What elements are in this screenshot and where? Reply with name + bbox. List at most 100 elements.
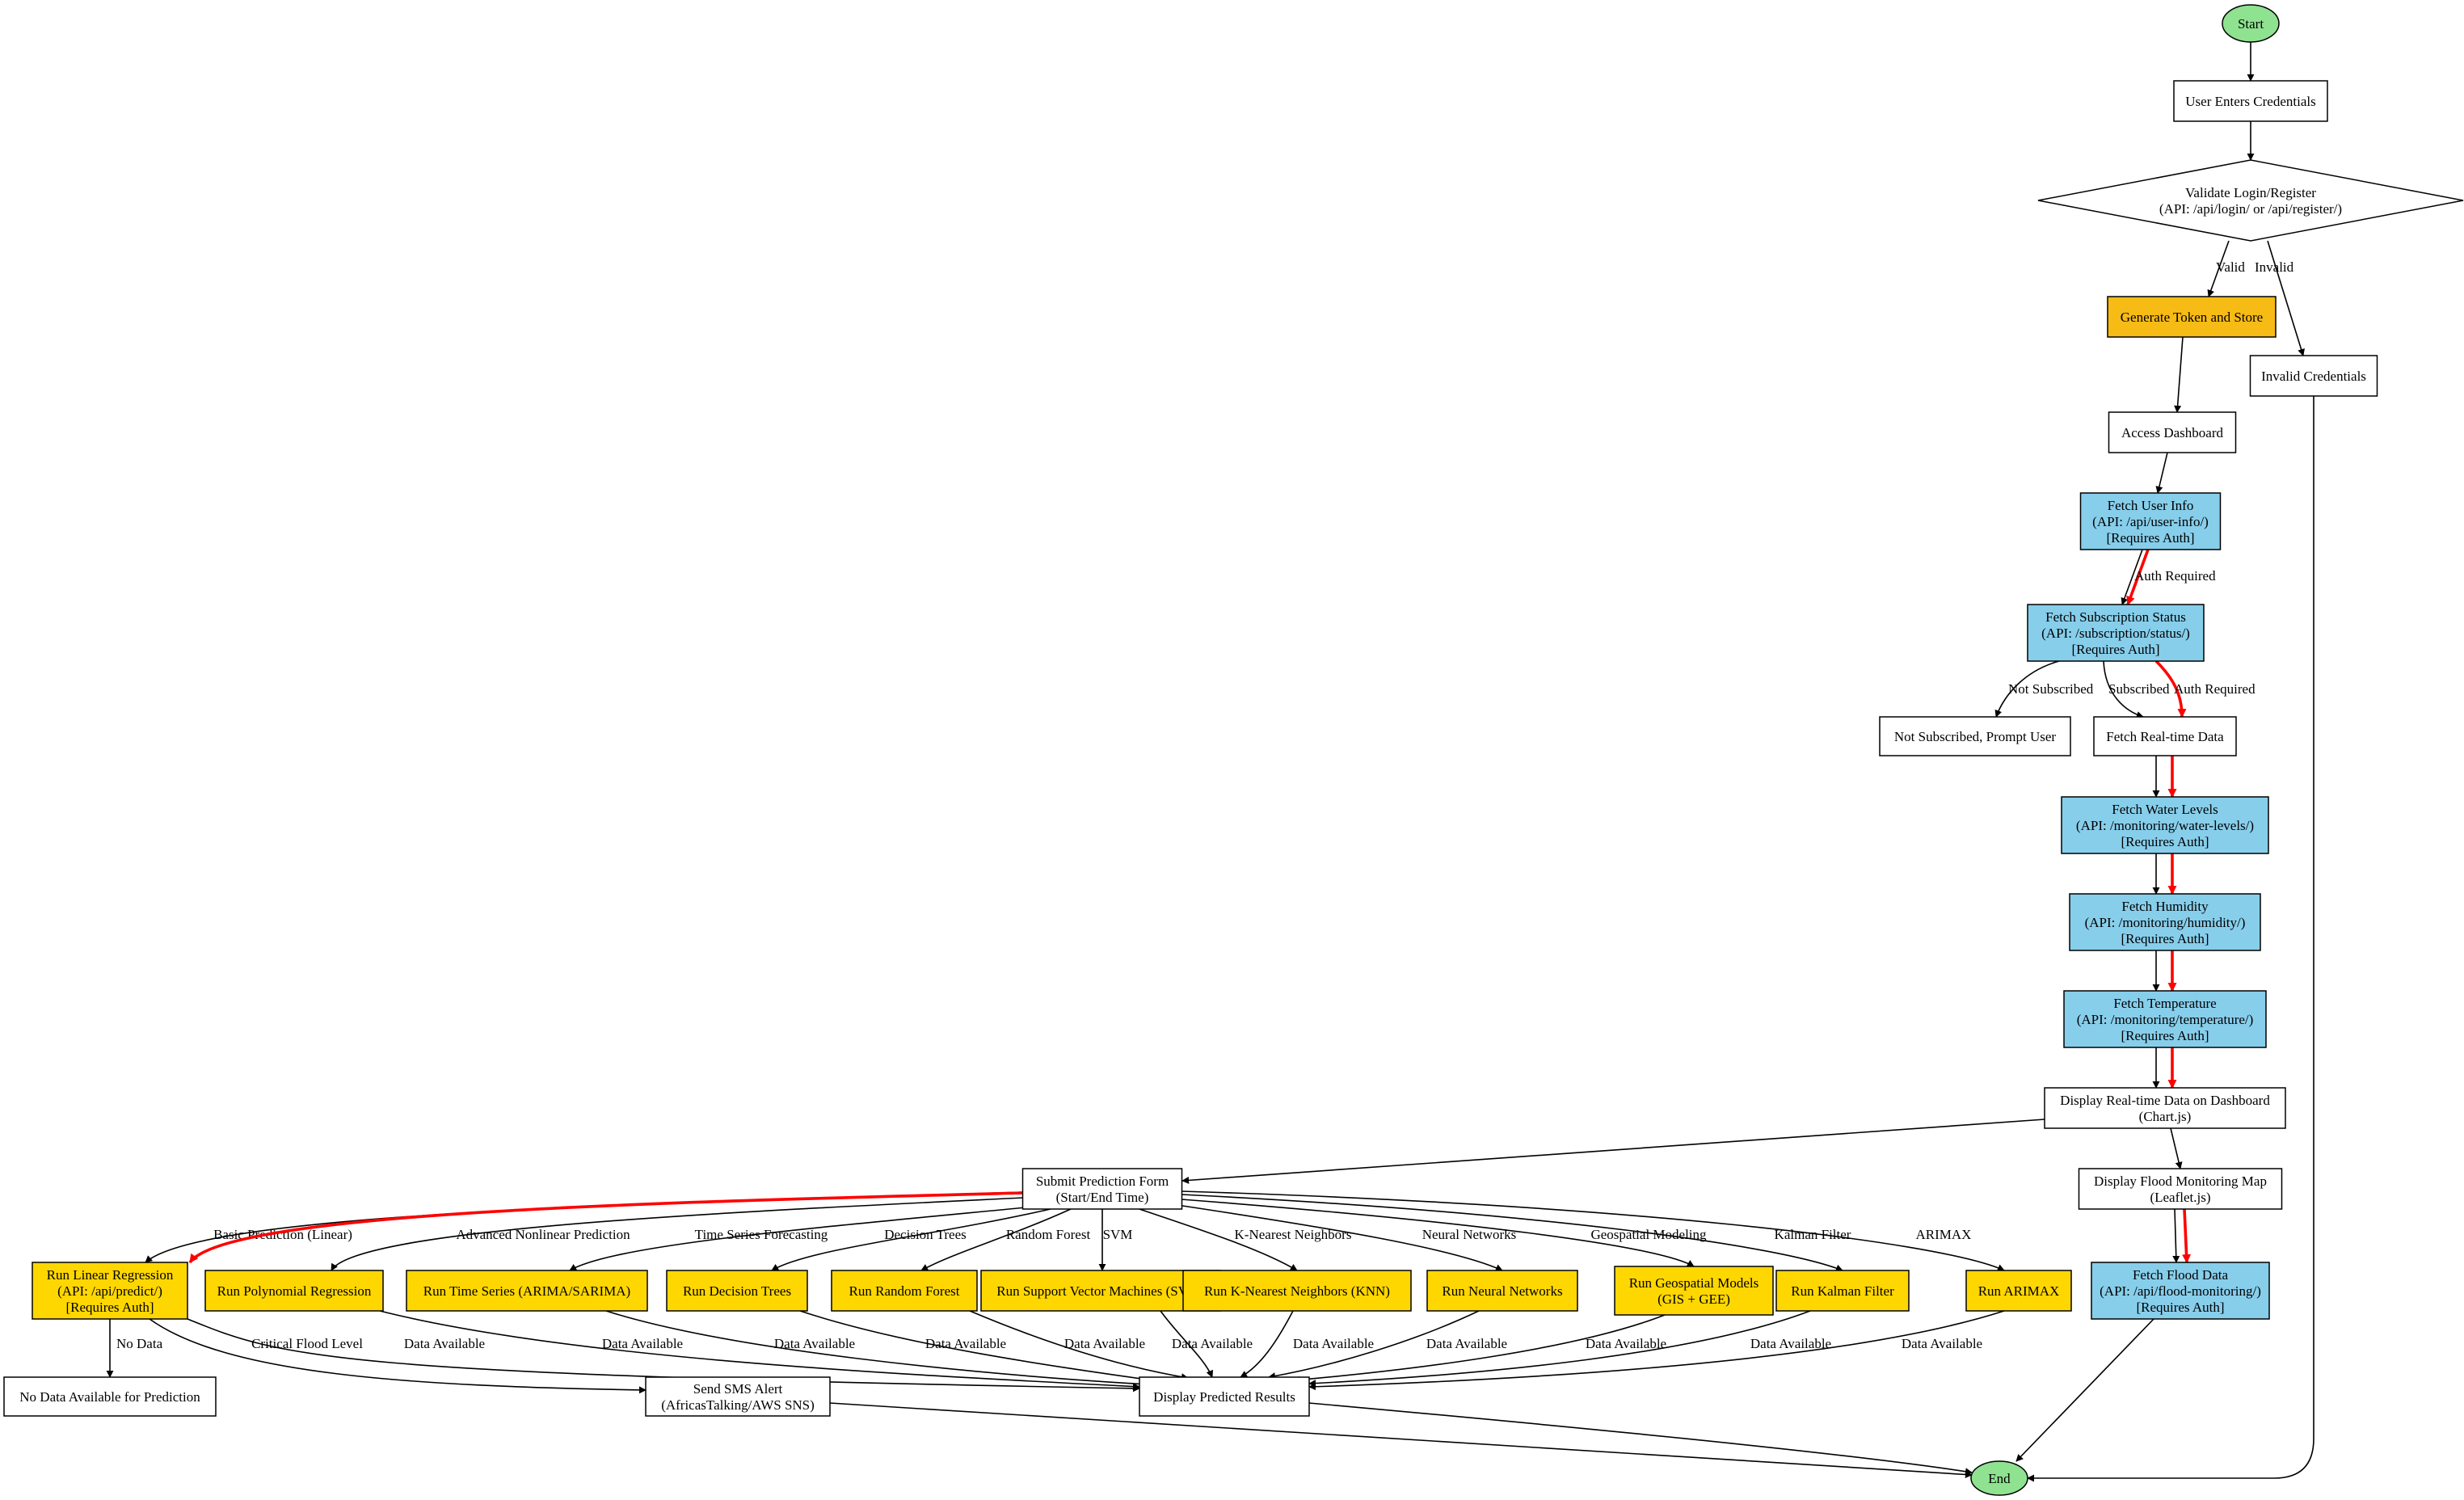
node-arimax: Run ARIMAX — [1965, 1270, 2072, 1312]
node-displayrt-shape — [2044, 1087, 2286, 1129]
auth-edge-7 — [2126, 549, 2150, 606]
edge-label-data-available: Data Available — [602, 1336, 683, 1351]
node-knn: Run K-Nearest Neighbors (KNN) — [1182, 1270, 1412, 1312]
edge-42 — [799, 1310, 1165, 1385]
edge-label-kalman: Kalman Filter — [1775, 1227, 1851, 1242]
node-svm-shape — [980, 1270, 1221, 1312]
node-invalid-shape — [2249, 355, 2378, 397]
node-arimax-text-0: Run ARIMAX — [1978, 1283, 2060, 1299]
node-kalman-shape — [1775, 1270, 1910, 1312]
edge-label-advanced-nonlinear: Advanced Nonlinear Prediction — [456, 1227, 630, 1242]
node-nodata-text-0: No Data Available for Prediction — [19, 1389, 200, 1405]
node-subscription-text-0: Fetch Subscription Status — [2045, 609, 2186, 625]
edge-33 — [1171, 1203, 1503, 1271]
edge-label-no-data: No Data — [116, 1336, 163, 1351]
node-humidity-text-1: (API: /monitoring/humidity/) — [2085, 915, 2246, 930]
edge-49 — [1308, 1310, 2005, 1391]
edge-30 — [920, 1208, 1072, 1271]
edge-32 — [1139, 1208, 1298, 1271]
node-temperature: Fetch Temperature(API: /monitoring/tempe… — [2063, 990, 2267, 1048]
edge-label-data-available: Data Available — [1750, 1336, 1831, 1351]
node-flooddata-text-2: [Requires Auth] — [2136, 1300, 2224, 1315]
node-userinfo-shape — [2079, 492, 2222, 550]
node-linear-text-0: Run Linear Regression — [47, 1267, 174, 1283]
node-results-shape — [1139, 1376, 1310, 1417]
node-displayrt-text-0: Display Real-time Data on Dashboard — [2060, 1093, 2270, 1108]
edge-label-data-available: Data Available — [1172, 1336, 1253, 1351]
node-temperature-text-1: (API: /monitoring/temperature/) — [2077, 1012, 2254, 1027]
node-water-text-2: [Requires Auth] — [2121, 834, 2209, 849]
edge-28 — [569, 1206, 1035, 1271]
edge-24 — [2027, 396, 2314, 1482]
node-nodata: No Data Available for Prediction — [3, 1376, 217, 1417]
node-end-text-0: End — [1988, 1471, 2011, 1486]
edge-label-random-forest: Random Forest — [1006, 1227, 1091, 1242]
node-start-text-0: Start — [2238, 16, 2264, 32]
edge-6 — [2121, 549, 2143, 605]
node-credentials-shape — [2173, 80, 2328, 122]
edge-23 — [2015, 1318, 2154, 1462]
node-flooddata-shape — [2091, 1262, 2270, 1320]
node-subscription-text-2: [Requires Auth] — [2071, 642, 2159, 657]
node-kalman-text-0: Run Kalman Filter — [1791, 1283, 1894, 1299]
edge-label-auth-required-2: Auth Required — [2174, 681, 2256, 697]
edge-19 — [1181, 1119, 2045, 1184]
node-invalid-text-0: Invalid Credentials — [2261, 369, 2366, 384]
node-rforest-shape — [831, 1270, 978, 1312]
edge-41 — [605, 1310, 1148, 1388]
edge-46 — [1268, 1310, 1480, 1380]
auth-edge-10 — [2154, 659, 2187, 718]
node-dashboard-shape — [2108, 411, 2237, 453]
node-dtree-shape — [666, 1270, 808, 1312]
node-notsub-shape — [1879, 716, 2071, 756]
edge-4 — [2174, 336, 2184, 413]
node-displayrt: Display Real-time Data on Dashboard(Char… — [2044, 1087, 2286, 1129]
edge-label-valid: Valid — [2216, 259, 2245, 275]
node-humidity: Fetch Humidity(API: /monitoring/humidity… — [2069, 893, 2261, 951]
node-timeseries: Run Time Series (ARIMA/SARIMA) — [406, 1270, 648, 1312]
edge-label-data-available: Data Available — [1586, 1336, 1666, 1351]
edge-20 — [2170, 1127, 2183, 1169]
edge-43 — [969, 1310, 1189, 1381]
node-submit: Submit Prediction Form(Start/End Time) — [1021, 1168, 1183, 1210]
edge-44 — [1160, 1310, 1214, 1378]
node-validate: Validate Login/Register(API: /api/login/… — [2037, 159, 2464, 242]
edge-label-data-available: Data Available — [1064, 1336, 1145, 1351]
edge-40 — [379, 1310, 1140, 1391]
node-userinfo-text-1: (API: /api/user-info/) — [2092, 514, 2209, 529]
edge-48 — [1308, 1310, 1811, 1388]
auth-edge-26 — [188, 1191, 1024, 1264]
edge-label-data-available: Data Available — [1293, 1336, 1374, 1351]
edge-51 — [1308, 1402, 1973, 1476]
node-dtree-text-0: Run Decision Trees — [683, 1283, 791, 1299]
node-sms-text-1: (AfricasTalking/AWS SNS) — [661, 1397, 815, 1413]
edge-27 — [331, 1197, 1024, 1271]
node-geo-shape — [1614, 1266, 1774, 1316]
node-floodmap-shape — [2078, 1168, 2283, 1210]
node-userinfo-text-0: Fetch User Info — [2108, 498, 2194, 513]
node-svm: Run Support Vector Machines (SVM) — [980, 1270, 1221, 1312]
node-token-shape — [2107, 296, 2277, 338]
node-timeseries-shape — [406, 1270, 648, 1312]
edge-5 — [2155, 452, 2168, 494]
node-geo: Run Geospatial Models(GIS + GEE) — [1614, 1266, 1774, 1316]
edge-label-subscribed: Subscribed — [2108, 681, 2170, 697]
node-water-text-1: (API: /monitoring/water-levels/) — [2076, 818, 2254, 833]
edge-label-data-available: Data Available — [774, 1336, 855, 1351]
node-end: End — [1970, 1460, 2028, 1496]
node-realtime-text-0: Fetch Real-time Data — [2106, 729, 2224, 744]
edge-label-data-available: Data Available — [1902, 1336, 1982, 1351]
node-notsub: Not Subscribed, Prompt User — [1879, 716, 2071, 756]
edge-label-neural: Neural Networks — [1422, 1227, 1517, 1242]
node-subscription-shape — [2027, 604, 2205, 662]
node-humidity-shape — [2069, 893, 2261, 951]
node-results: Display Predicted Results — [1139, 1376, 1310, 1417]
node-geo-text-0: Run Geospatial Models — [1629, 1275, 1759, 1291]
edge-38 — [149, 1318, 647, 1394]
node-kalman: Run Kalman Filter — [1775, 1270, 1910, 1312]
edge-label-knn: K-Nearest Neighbors — [1235, 1227, 1352, 1242]
edge-label-not-subscribed: Not Subscribed — [2008, 681, 2094, 697]
node-water: Fetch Water Levels(API: /monitoring/wate… — [2061, 796, 2269, 854]
